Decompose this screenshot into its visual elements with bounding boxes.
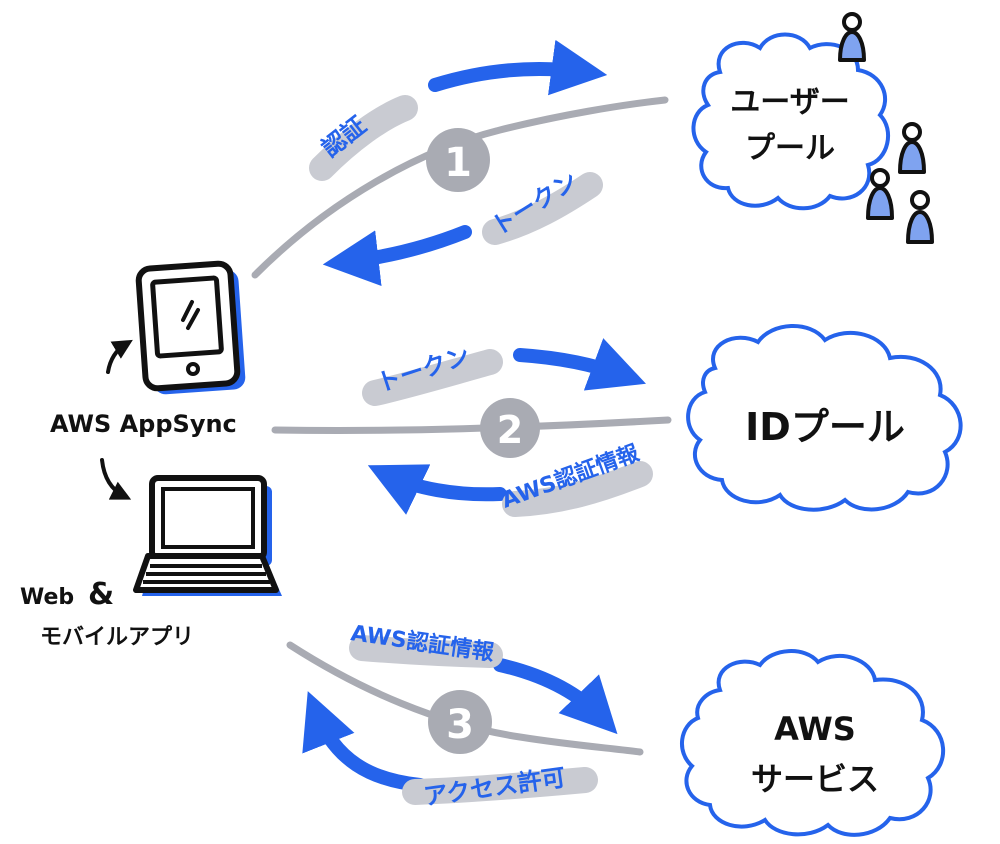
- step-badge-2: 2: [480, 398, 540, 458]
- web-label: Web: [20, 585, 74, 610]
- arrow-to-tablet: [106, 339, 133, 374]
- user-figures-group: [838, 12, 934, 244]
- connector-line-1: [251, 96, 669, 279]
- connector-line-3: [286, 641, 644, 756]
- client-label: AWS AppSync: [50, 410, 237, 438]
- arrow-2-forward: [513, 338, 647, 391]
- highlight-3-back: [402, 767, 598, 805]
- arrow-2-back: [367, 464, 507, 515]
- arrow-1-back: [322, 225, 472, 287]
- id-pool-label: IDプール: [745, 405, 905, 449]
- arrow-3-back: [302, 691, 427, 792]
- user-pool-label-line2: プール: [745, 131, 835, 166]
- user-figure-icon: [906, 190, 934, 244]
- arrow-3-forward: [493, 658, 618, 735]
- highlight-2-back: [502, 461, 653, 517]
- highlight-1-forward: [309, 95, 418, 181]
- user-figure-icon: [866, 168, 894, 220]
- connector-line-2: [271, 416, 672, 435]
- aws-services-label-line1: AWS: [774, 710, 856, 748]
- flow-3-back-label: アクセス許可: [422, 763, 567, 811]
- tablet-device-icon: [135, 260, 246, 395]
- step-badge-1: 1: [426, 128, 490, 192]
- user-figure-icon: [898, 122, 926, 174]
- laptop-device-icon: [133, 475, 282, 596]
- web-ampersand: &: [88, 577, 114, 612]
- step-number-3: 3: [446, 702, 474, 748]
- highlight-3-forward: [349, 635, 503, 668]
- arrow-1-forward: [428, 39, 608, 96]
- step-number-2: 2: [497, 408, 523, 452]
- user-pool-label-line1: ユーザー: [730, 85, 849, 120]
- user-figure-icon: [838, 12, 866, 62]
- highlight-2-forward: [362, 349, 503, 406]
- user-pool-cloud: ユーザー プール: [691, 32, 890, 211]
- aws-services-cloud: AWS サービス: [679, 649, 945, 837]
- step-badge-3: 3: [428, 690, 492, 754]
- id-pool-cloud: IDプール: [686, 324, 963, 512]
- mobile-app-label: モバイルアプリ: [40, 625, 194, 650]
- aws-services-label-line2: サービス: [751, 760, 879, 798]
- highlight-1-back: [482, 172, 603, 245]
- arrow-to-laptop: [100, 458, 132, 500]
- step-number-1: 1: [444, 140, 472, 186]
